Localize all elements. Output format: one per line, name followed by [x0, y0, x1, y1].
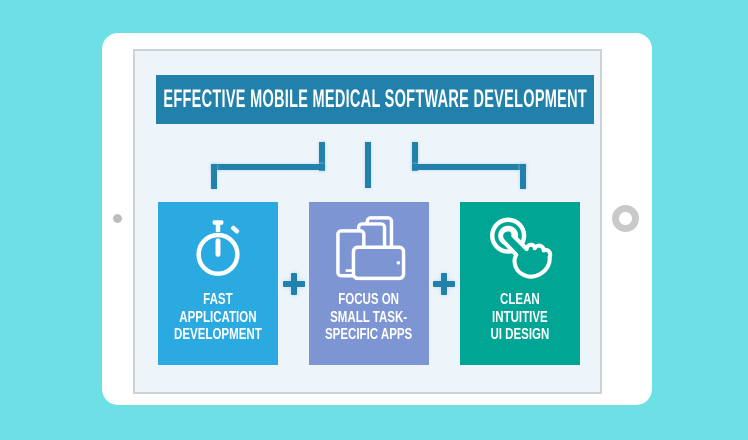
stopwatch-icon — [191, 218, 245, 280]
tablet-home-button-icon — [612, 205, 639, 232]
label-line: SMALL TASK- — [330, 308, 408, 326]
label-line: FOCUS ON — [338, 291, 400, 308]
connector-drop-left — [211, 164, 217, 189]
feature-box-clean-intuitive-ui-design: CLEAN INTUITIVE UI DESIGN — [460, 202, 580, 365]
label-line: DEVELOPMENT — [174, 326, 262, 343]
plus-icon — [283, 273, 305, 295]
connector-stub-right — [412, 142, 418, 171]
connector-horizontal-left — [211, 164, 325, 170]
tablet-screen: EFFECTIVE MOBILE MEDICAL SOFTWARE DEVELO… — [133, 49, 602, 394]
feature-box-fast-application-development: FAST APPLICATION DEVELOPMENT — [158, 202, 278, 365]
label-line: INTUITIVE — [492, 308, 548, 326]
label-line: APPLICATION — [179, 308, 257, 326]
feature-box-focus-on-small-task-specific-apps: FOCUS ON SMALL TASK- SPECIFIC APPS — [309, 202, 429, 365]
connector-stub-center — [365, 142, 371, 188]
label-line: FAST — [203, 291, 233, 308]
connector-horizontal-right — [412, 164, 526, 170]
title-banner-text: EFFECTIVE MOBILE MEDICAL SOFTWARE DEVELO… — [163, 85, 587, 113]
title-banner: EFFECTIVE MOBILE MEDICAL SOFTWARE DEVELO… — [156, 75, 594, 124]
label-line: CLEAN — [500, 291, 540, 308]
devices-stack-icon — [331, 216, 407, 281]
connector-drop-right — [520, 164, 526, 189]
connector-stub-left — [319, 142, 325, 171]
feature-box-label: FOCUS ON SMALL TASK- SPECIFIC APPS — [325, 291, 412, 344]
tablet-camera-dot-icon — [113, 214, 122, 223]
touch-gesture-icon — [483, 217, 557, 280]
feature-box-label: FAST APPLICATION DEVELOPMENT — [174, 291, 262, 344]
plus-icon — [433, 273, 455, 295]
label-line: UI DESIGN — [490, 326, 550, 343]
label-line: SPECIFIC APPS — [325, 326, 413, 343]
feature-box-label: CLEAN INTUITIVE UI DESIGN — [491, 291, 550, 344]
